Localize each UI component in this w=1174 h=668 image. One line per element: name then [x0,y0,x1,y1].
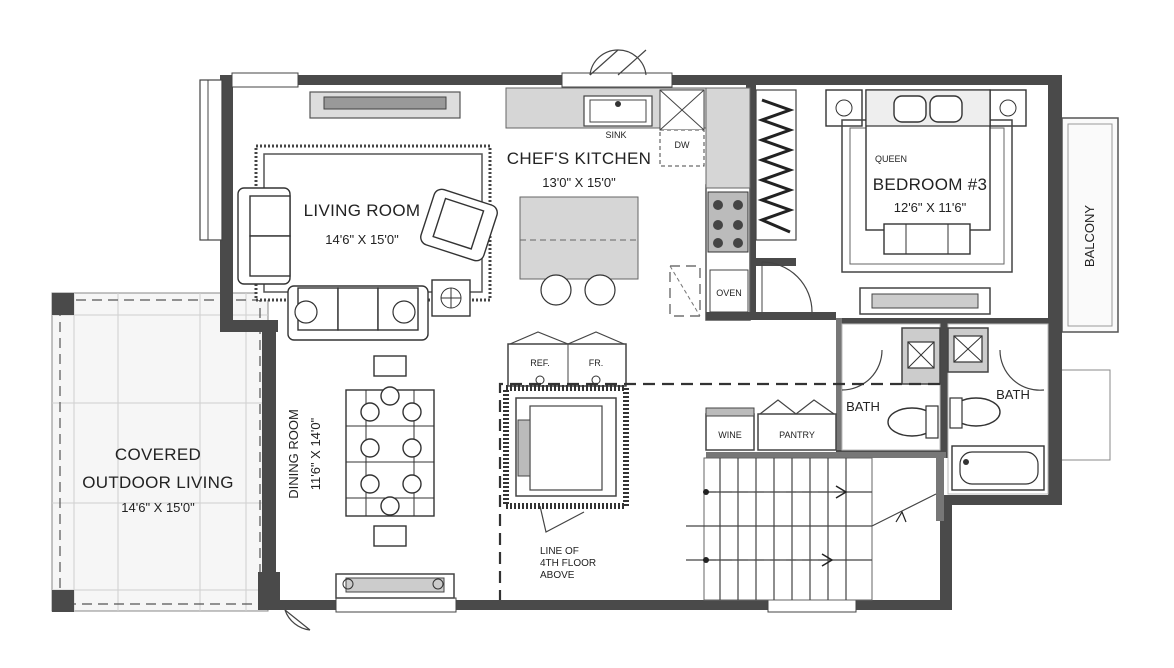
bath-left-label: BATH [846,399,880,414]
wine-label: WINE [718,430,742,440]
pantry-label: PANTRY [779,430,815,440]
living-room-name: LIVING ROOM [304,201,421,220]
floor-line-note-1: LINE OF [540,546,579,557]
balcony-area [1061,117,1119,333]
kitchen-dims: 13'0" X 15'0" [542,175,616,190]
kitchen-name: CHEF'S KITCHEN [507,149,651,168]
living-room-furniture [237,91,498,341]
staircase [686,457,937,601]
dining-room-name: DINING ROOM [286,409,301,499]
living-room-dims: 14'6" X 15'0" [325,232,399,247]
outdoor-name-line2: OUTDOOR LIVING [82,473,234,492]
bed-size-label: QUEEN [875,154,907,164]
bath-right-label: BATH [996,387,1030,402]
dining-room-dims: 11'6" X 14'0" [308,417,323,490]
exterior-walls [199,72,1062,613]
refrigerator-label: REF. [530,358,550,368]
fourth-floor-line [498,382,940,600]
bedroom-name: BEDROOM #3 [873,175,987,194]
bath-fixtures [841,323,1049,495]
sink-label: SINK [605,130,626,140]
freezer-label: FR. [589,358,604,368]
kitchen-counters [503,87,751,533]
outdoor-dims: 14'6" X 15'0" [121,500,195,515]
outdoor-name-line1: COVERED [115,445,201,464]
oven-label: OVEN [716,288,742,298]
dining-table [335,355,455,599]
bedroom-furniture [755,89,1027,315]
dishwasher-label: DW [675,140,690,150]
floor-line-note-3: ABOVE [540,570,575,581]
door-swings [284,49,647,631]
wine-pantry [705,399,837,451]
balcony-label: BALCONY [1082,205,1097,267]
covered-outdoor-patio [51,292,269,612]
floor-line-note-2: 4TH FLOOR [540,558,596,569]
bedroom-dims: 12'6" X 11'6" [894,200,967,215]
